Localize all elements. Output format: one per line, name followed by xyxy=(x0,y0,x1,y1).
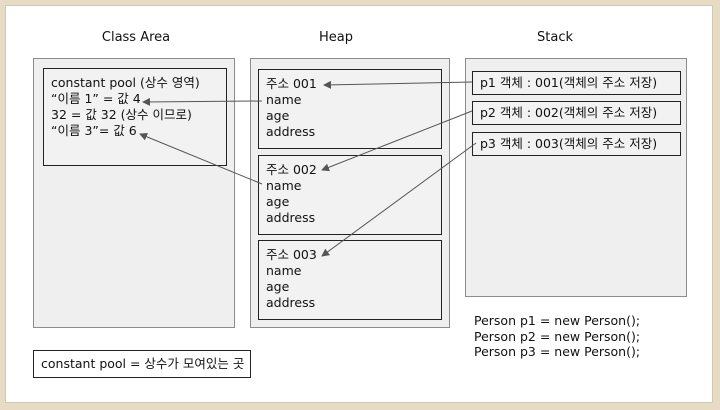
heap-object-field: age xyxy=(266,108,290,123)
constant-pool-line: 32 = 값 32 (상수 이므로) xyxy=(51,107,192,122)
constant-pool-line: “이름 3”= 값 6 xyxy=(51,123,137,138)
constant-pool-line: constant pool (상수 영역) xyxy=(51,75,200,90)
heap-object-field: address xyxy=(266,210,316,225)
code-line: Person p3 = new Person(); xyxy=(474,344,641,359)
heap-object-001: 주소 001 name age address xyxy=(258,69,442,149)
heap-object-003: 주소 003 name age address xyxy=(258,240,442,320)
heap-object-address: 주소 002 xyxy=(266,162,317,177)
code-line: Person p2 = new Person(); xyxy=(474,328,641,344)
constant-pool-line: “이름 1” = 값 4 xyxy=(51,91,141,106)
heap-object-address: 주소 001 xyxy=(266,76,317,91)
code-block: Person p1 = new Person(); Person p2 = ne… xyxy=(474,313,640,360)
heap-object-field: address xyxy=(266,124,316,139)
heap-object-field: name xyxy=(266,263,302,278)
stack-title: Stack xyxy=(537,30,573,45)
heap-object-address: 주소 003 xyxy=(266,247,317,262)
stack-item-p2: p2 객체 : 002(객체의 주소 저장) xyxy=(472,101,681,125)
heap-object-field: name xyxy=(266,178,302,193)
heap-title: Heap xyxy=(319,30,353,45)
heap-object-field: address xyxy=(266,295,316,310)
constant-pool-legend: constant pool = 상수가 모여있는 곳 xyxy=(33,350,251,378)
stack-item-p1: p1 객체 : 001(객체의 주소 저장) xyxy=(472,71,681,95)
heap-object-field: name xyxy=(266,92,302,107)
heap-object-002: 주소 002 name age address xyxy=(258,155,442,235)
heap-object-field: age xyxy=(266,194,290,209)
stack-item-p3: p3 객체 : 003(객체의 주소 저장) xyxy=(472,132,681,156)
stack-region xyxy=(465,58,687,297)
code-line: Person p1 = new Person(); xyxy=(474,313,641,328)
class-area-title: Class Area xyxy=(101,30,171,45)
constant-pool-box: constant pool (상수 영역) “이름 1” = 값 4 32 = … xyxy=(43,68,227,166)
heap-object-field: age xyxy=(266,279,290,294)
